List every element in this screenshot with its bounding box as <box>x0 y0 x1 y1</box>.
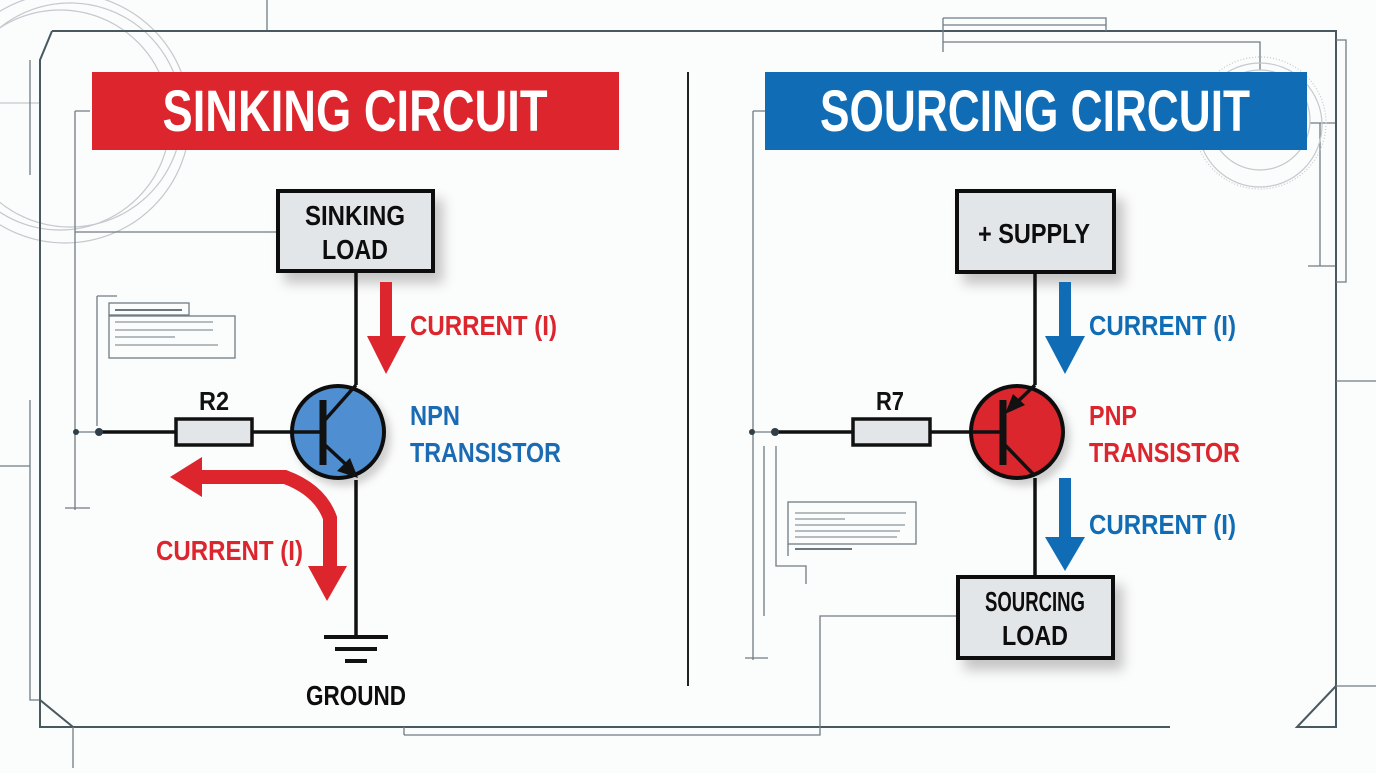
junction-dot <box>95 428 103 436</box>
current-label-top: CURRENT (I) <box>1089 310 1236 341</box>
junction-dot <box>771 428 779 436</box>
current-label-bottom: CURRENT (I) <box>156 535 303 566</box>
sourcing-title-banner <box>765 72 1307 150</box>
current-arrow-down-icon <box>367 282 406 374</box>
pnp-transistor-symbol <box>969 383 1065 480</box>
decorative-note-right <box>787 501 917 556</box>
resistor-r7: R7 <box>851 386 932 447</box>
npn-label-line1: NPN <box>410 400 460 431</box>
sinking-load-box: SINKING LOAD <box>276 189 435 273</box>
sinking-title-banner <box>92 72 619 150</box>
decorative-note-left <box>108 302 236 359</box>
frame-right <box>1170 30 1337 728</box>
current-arrow-down-icon <box>1045 282 1085 374</box>
junction-dot <box>73 429 79 435</box>
pnp-label-line2: TRANSISTOR <box>1089 437 1240 468</box>
resistor-r7-label: R7 <box>876 386 904 416</box>
sinking-title: SINKING CIRCUIT <box>163 79 548 144</box>
emitter-arrow-icon <box>1005 394 1025 414</box>
junction-dot <box>749 429 755 435</box>
supply-label: + SUPPLY <box>978 218 1090 249</box>
frame-left <box>39 30 53 700</box>
ground-icon <box>324 635 388 663</box>
current-label-top: CURRENT (I) <box>410 310 557 341</box>
current-label-bottom: CURRENT (I) <box>1089 509 1236 540</box>
pnp-label-line1: PNP <box>1089 400 1137 431</box>
resistor-r2: R2 <box>174 386 254 447</box>
npn-transistor-symbol <box>290 383 386 480</box>
sourcing-load-line1: SOURCING <box>985 586 1085 617</box>
current-arrow-down-icon <box>1045 478 1085 571</box>
sourcing-load-box: SOURCING LOAD <box>956 575 1115 660</box>
sinking-panel: SINKING CIRCUIT SINKING LOAD R2 NPN <box>73 72 619 711</box>
sinking-load-line1: SINKING <box>305 200 405 231</box>
supply-box: + SUPPLY <box>955 189 1116 274</box>
ground-label: GROUND <box>306 680 406 711</box>
sinking-load-line2: LOAD <box>322 234 388 265</box>
npn-label-line2: TRANSISTOR <box>410 437 561 468</box>
emitter-arrow-icon <box>337 458 358 478</box>
sourcing-title: SOURCING CIRCUIT <box>820 79 1250 144</box>
resistor-r2-label: R2 <box>199 386 229 416</box>
sourcing-load-line2: LOAD <box>1002 620 1068 651</box>
current-arrow-bent-icon <box>170 457 347 601</box>
sourcing-panel: SOURCING CIRCUIT + SUPPLY R7 PNP TRANSIS <box>749 72 1307 660</box>
